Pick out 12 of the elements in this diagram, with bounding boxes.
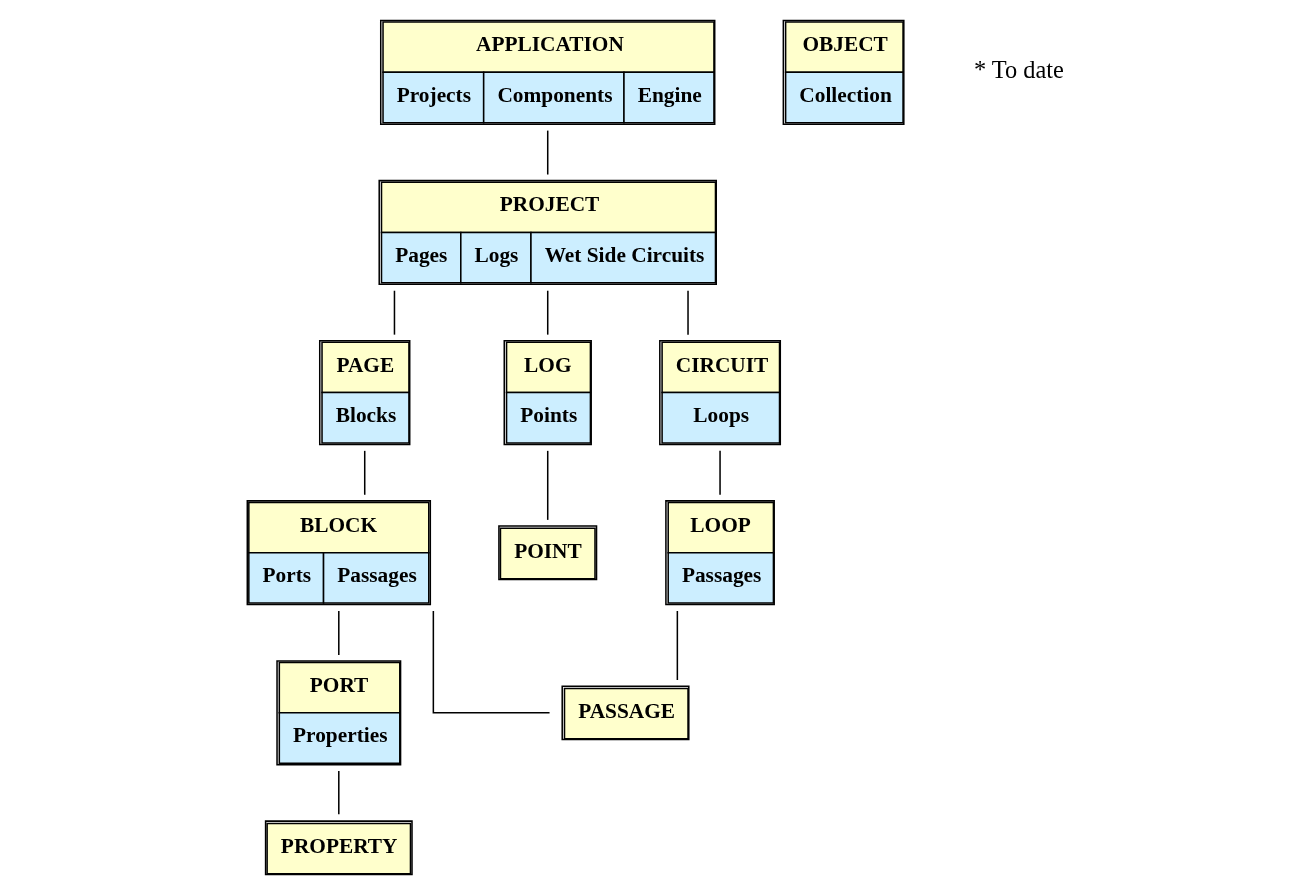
- connector: [338, 610, 340, 656]
- connector: [687, 289, 689, 336]
- connector: [546, 129, 549, 176]
- label: * To date: [973, 56, 1064, 84]
- connector: [546, 289, 549, 336]
- connector: [393, 289, 396, 336]
- connector: [432, 610, 551, 714]
- connector: [676, 610, 679, 681]
- connector: [719, 450, 721, 496]
- connector: [546, 450, 549, 521]
- connector: [338, 770, 340, 816]
- connector: [363, 450, 366, 496]
